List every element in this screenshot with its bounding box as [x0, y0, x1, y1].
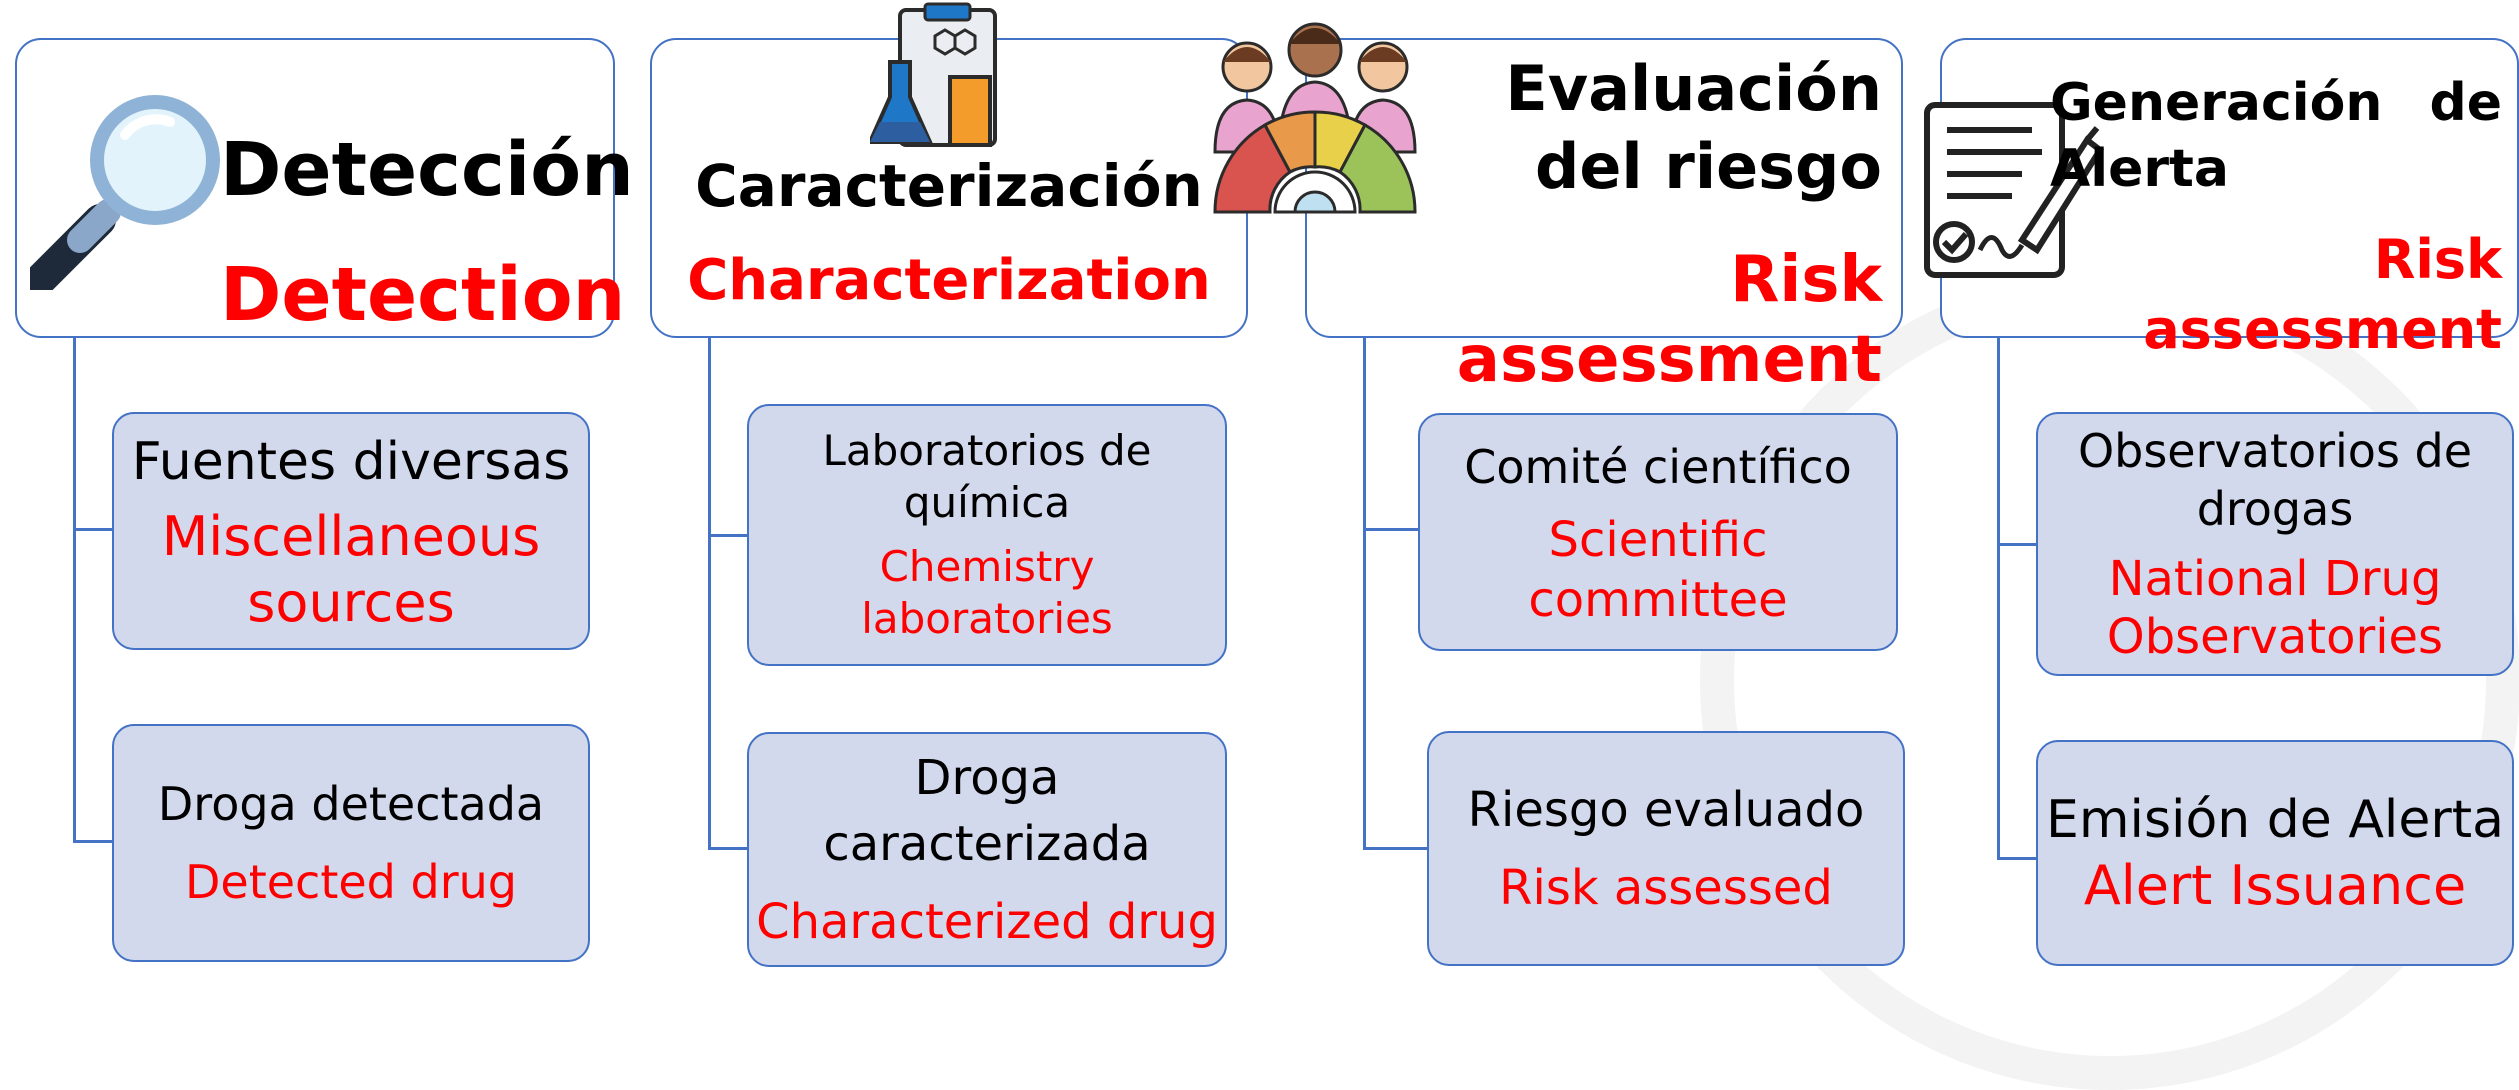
item-es: Droga detectada	[157, 777, 545, 831]
connector-branch	[1997, 543, 2037, 546]
item-en: National Drug Observatories	[2106, 551, 2444, 665]
connector-branch	[1363, 528, 1419, 531]
connector-branch	[1997, 857, 2037, 860]
connector-branch	[708, 534, 748, 537]
box-miscellaneous-sources: Fuentes diversas Miscellaneous sources	[112, 412, 590, 650]
title-en: Characterization	[687, 248, 1211, 313]
item-es: Laboratorios de química	[822, 426, 1152, 527]
item-en: Alert Issuance	[2083, 854, 2467, 917]
title-en: Risk assessment	[2143, 228, 2502, 361]
laboratory-icon	[870, 2, 997, 147]
connector-vertical	[1997, 338, 2000, 860]
title-en: Risk assessment	[1456, 243, 1882, 397]
connector-vertical	[1363, 338, 1366, 850]
box-chemistry-laboratories: Laboratorios de química Chemistry labora…	[747, 404, 1227, 666]
item-es: Observatorios de drogas	[2077, 424, 2473, 536]
title-es-line: Generación de Alerta	[2050, 73, 2502, 199]
box-risk-assessed: Riesgo evaluado Risk assessed	[1427, 731, 1905, 966]
magnifier-icon	[30, 95, 220, 290]
item-es: Riesgo evaluado	[1467, 781, 1865, 838]
connector-branch	[73, 840, 113, 843]
item-en: Scientific committee	[1528, 512, 1788, 628]
box-characterized-drug: Droga caracterizada Characterized drug	[747, 732, 1227, 967]
title-es: Evaluación del riesgo	[1505, 52, 1882, 203]
signed-document-icon	[1924, 102, 2104, 278]
box-detected-drug: Droga detectada Detected drug	[112, 724, 590, 962]
connector-branch	[73, 528, 113, 531]
item-es: Comité científico	[1464, 440, 1852, 494]
box-scientific-committee: Comité científico Scientific committee	[1418, 413, 1898, 651]
risk-gauge-people-icon	[1213, 22, 1417, 214]
box-national-drug-observatories: Observatorios de drogas National Drug Ob…	[2036, 412, 2514, 676]
item-es: Droga caracterizada	[823, 749, 1151, 872]
connector-branch	[1363, 847, 1427, 850]
item-es: Emisión de Alerta	[2046, 790, 2504, 850]
connector-vertical	[708, 338, 711, 850]
title-es: Detección	[220, 127, 634, 213]
title-es: Caracterización	[695, 152, 1203, 220]
item-en: Miscellaneous sources	[161, 505, 541, 634]
box-alert-issuance: Emisión de Alerta Alert Issuance	[2036, 740, 2514, 966]
item-en: Detected drug	[185, 855, 517, 909]
connector-branch	[708, 847, 748, 850]
title-en: Detection	[220, 252, 626, 338]
item-en: Characterized drug	[756, 893, 1218, 950]
item-es: Fuentes diversas	[131, 432, 571, 492]
item-en: Risk assessed	[1499, 859, 1833, 916]
item-en: Chemistry laboratories	[861, 542, 1113, 643]
connector-vertical	[73, 338, 76, 843]
